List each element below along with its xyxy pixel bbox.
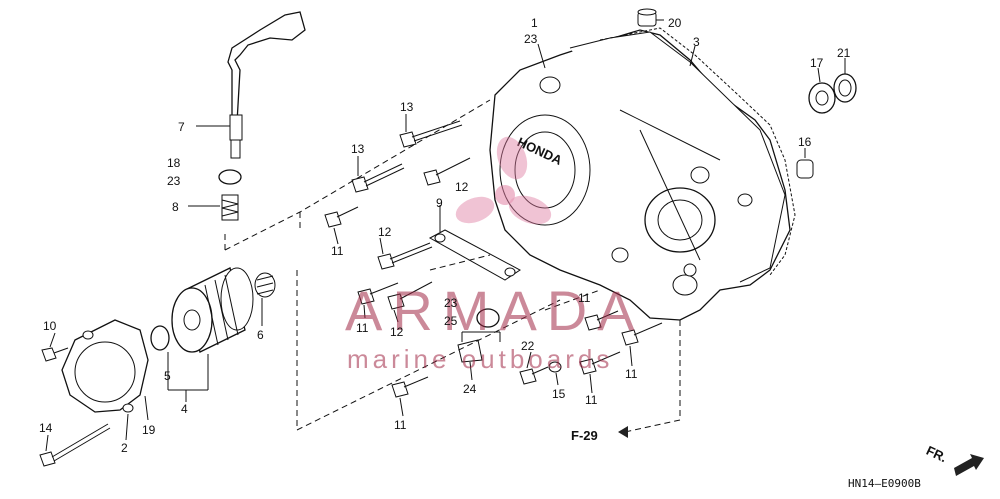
bolt-11f (621, 322, 663, 346)
callout-25: 25 (444, 314, 458, 328)
callout-22: 22 (521, 339, 535, 353)
oil-seal (833, 73, 857, 103)
watermark-logo-icon (455, 136, 552, 225)
callout-23: 23 (524, 32, 538, 46)
callout-10: 10 (43, 319, 57, 333)
set-plate (428, 229, 521, 281)
clip-24 (457, 339, 483, 363)
callout-17: 17 (810, 56, 824, 70)
crankcase-cover: HONDA (489, 29, 791, 321)
callout-13: 13 (400, 100, 414, 114)
callout-16: 16 (798, 135, 812, 149)
washer-15 (548, 361, 562, 373)
callouts: 1 23 20 3 17 21 7 13 13 18 23 8 12 9 16 … (39, 16, 949, 490)
leader-lines (45, 19, 846, 452)
callout-11: 11 (356, 321, 369, 335)
callout-23: 23 (444, 296, 458, 310)
bolt-14 (39, 423, 111, 467)
callout-6: 6 (257, 328, 264, 342)
bolt-12b (377, 242, 433, 270)
assembly-guides (224, 99, 681, 433)
bolt-11e (579, 351, 621, 375)
callout-7: 7 (178, 120, 185, 134)
callout-21: 21 (837, 46, 851, 60)
diagram-code: HN14—E0900B (848, 477, 921, 490)
bolt-12c (387, 281, 433, 310)
callout-4: 4 (181, 402, 188, 416)
callout-2: 2 (121, 441, 128, 455)
callout-18: 18 (167, 156, 181, 170)
watermark-brand: ARMADA (345, 279, 645, 342)
filter-spring (254, 272, 276, 298)
callout-24: 24 (463, 382, 477, 396)
callout-11: 11 (331, 244, 344, 258)
callout-11: 11 (578, 291, 591, 305)
callout-11: 11 (585, 393, 598, 407)
callout-5: 5 (164, 369, 171, 383)
callout-8: 8 (172, 200, 179, 214)
dowel-16 (796, 159, 814, 179)
reference-label: F-29 (571, 428, 598, 443)
bolt-10 (41, 347, 69, 362)
callout-13: 13 (351, 142, 365, 156)
gasket (599, 27, 796, 276)
callout-11: 11 (625, 367, 638, 381)
reference-arrow (618, 426, 628, 438)
bolt-12a (423, 157, 471, 186)
callout-3: 3 (693, 35, 700, 49)
shift-spindle (227, 11, 306, 159)
bolt-11a (324, 206, 359, 228)
bolt-22 (519, 366, 549, 385)
bolt-13b (351, 163, 405, 193)
nut-25 (476, 308, 500, 328)
callout-11: 11 (394, 418, 407, 432)
callout-9: 9 (436, 196, 443, 210)
callout-15: 15 (552, 387, 566, 401)
collar (218, 169, 242, 185)
watermark-tagline: marine outboards (347, 344, 613, 374)
callout-1: 1 (531, 16, 538, 30)
oil-filter (171, 267, 254, 353)
bolt-13a (399, 120, 463, 148)
callout-12: 12 (390, 325, 404, 339)
bolt-11b (357, 282, 399, 305)
callout-19: 19 (142, 423, 156, 437)
callout-20: 20 (668, 16, 682, 30)
front-arrow-icon (954, 454, 984, 476)
bolt-11d (584, 310, 619, 331)
front-marker-label: FR. (924, 443, 949, 465)
callout-14: 14 (39, 421, 53, 435)
callout-23: 23 (167, 174, 181, 188)
dowel-pin (637, 8, 657, 27)
spring-8 (221, 194, 239, 221)
bolt-11c (391, 376, 429, 398)
filter-cover (61, 319, 149, 413)
callout-12: 12 (378, 225, 392, 239)
o-ring (150, 325, 170, 351)
callout-12: 12 (455, 180, 469, 194)
bearing (808, 82, 836, 114)
